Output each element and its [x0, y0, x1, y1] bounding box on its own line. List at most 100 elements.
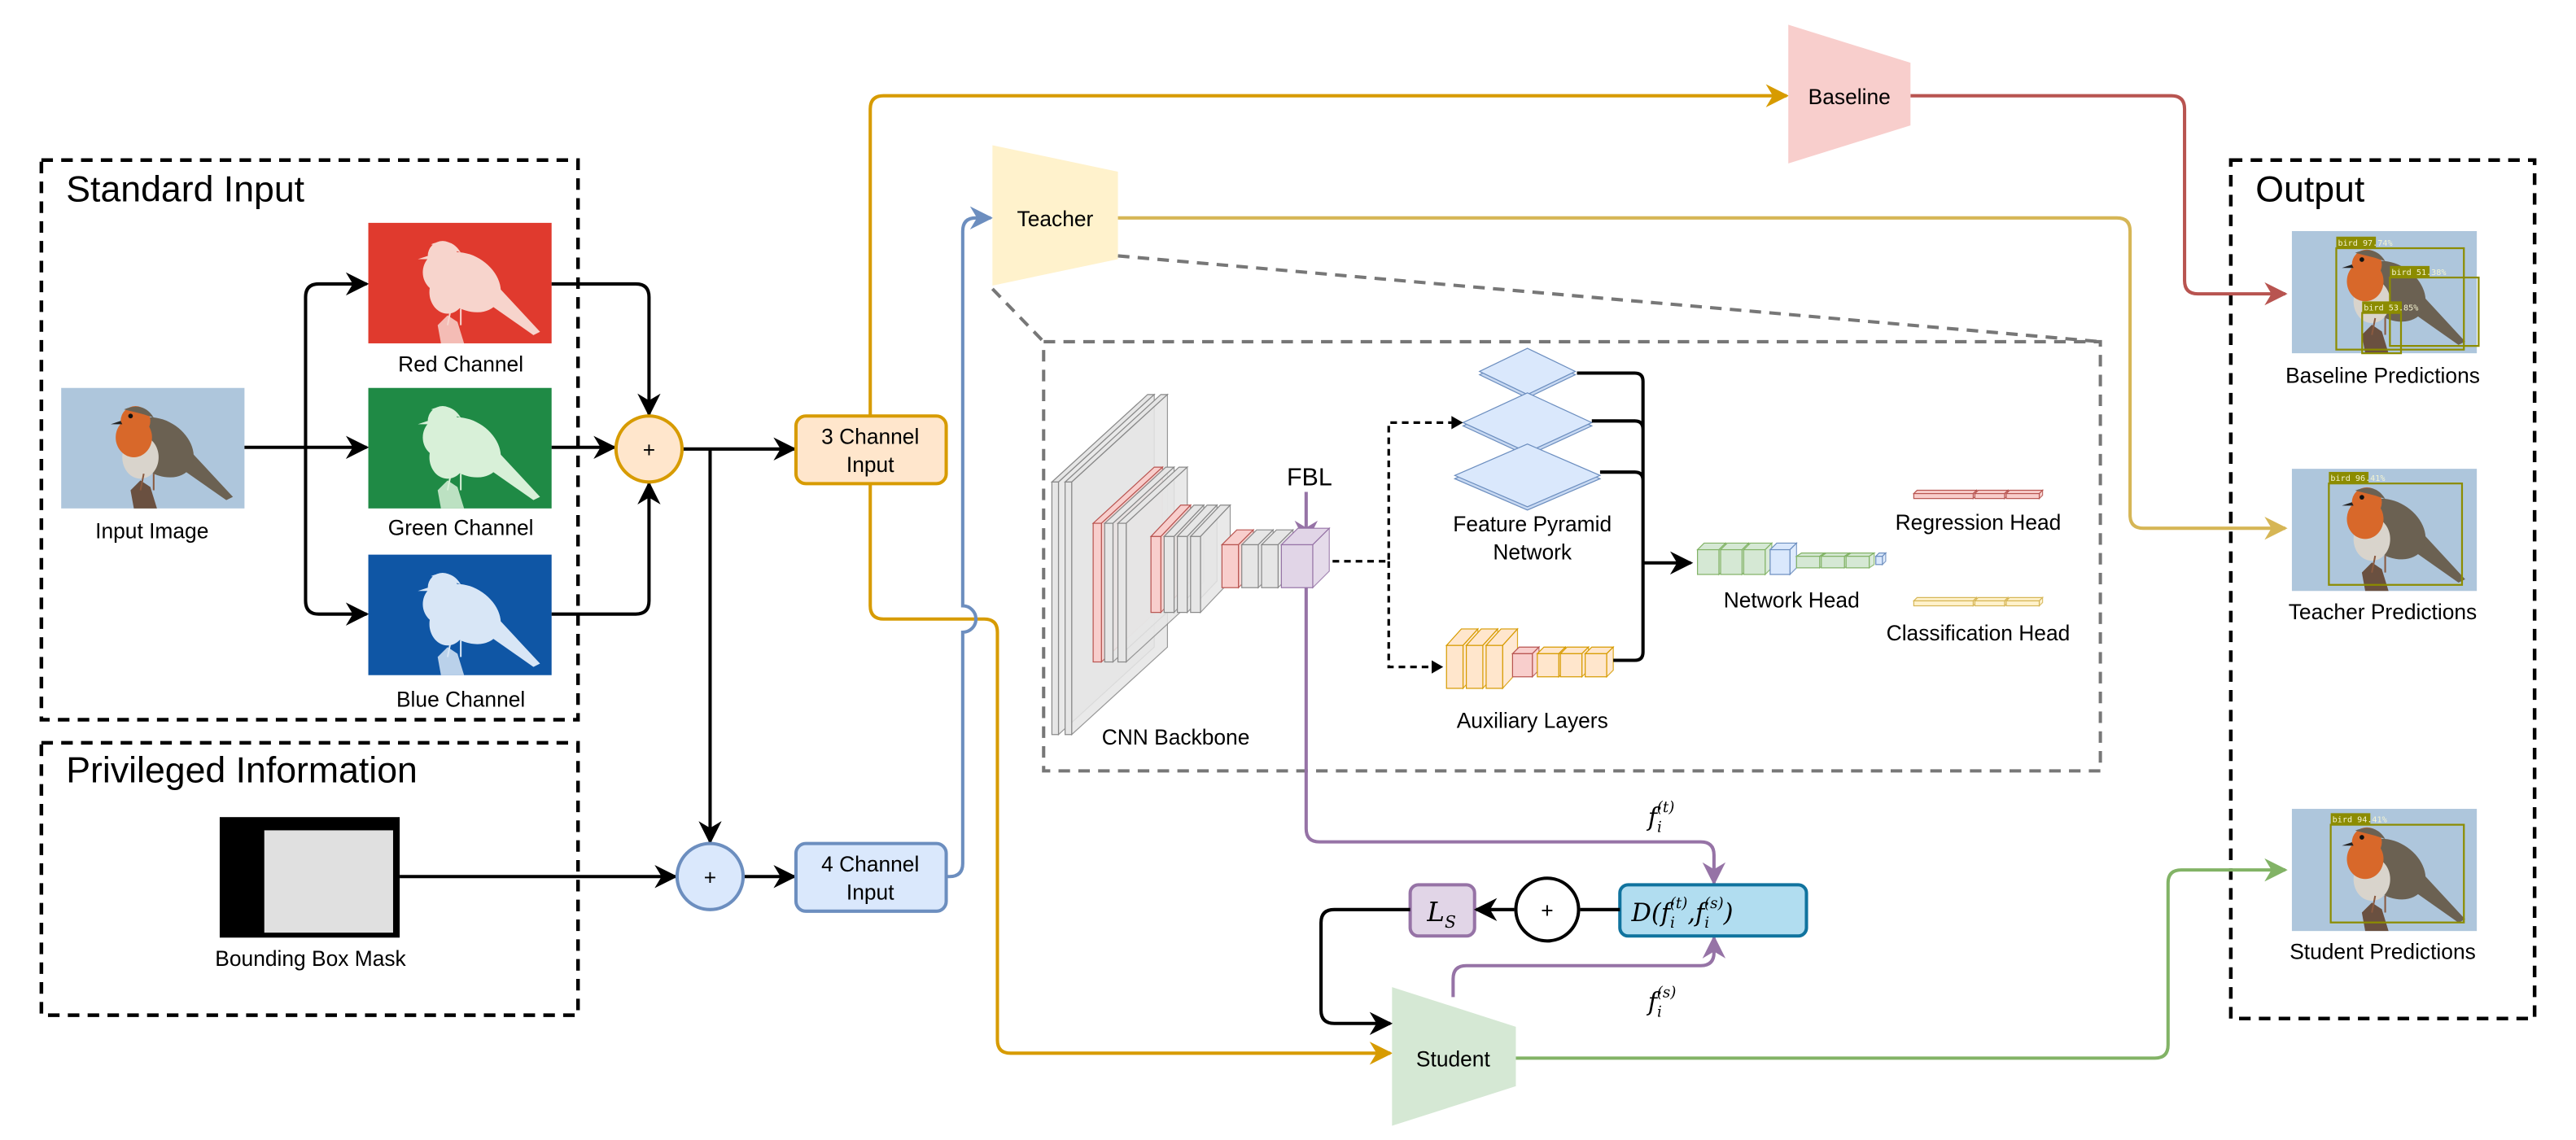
fpn-face [1478, 347, 1577, 395]
slab-front [1280, 544, 1314, 588]
slab-front [1485, 644, 1503, 689]
branch [437, 647, 465, 675]
bird-beak [2342, 842, 2354, 846]
connector [244, 284, 366, 449]
slab-front [1511, 653, 1533, 678]
slab-front [1221, 544, 1240, 588]
slab-front [1974, 600, 2005, 607]
network-layers [1050, 347, 2045, 736]
slab-front [1974, 492, 2005, 500]
head-layer [1795, 552, 1826, 569]
bird-legs [2371, 895, 2386, 913]
slab-front [2005, 600, 2040, 607]
auxiliary-layer [1511, 645, 1541, 679]
student-output-flow [1515, 858, 2288, 1060]
head-layer [1844, 552, 1876, 569]
slab-front [1743, 548, 1766, 575]
distance-formula: D(fi(t),fi(s)) [1630, 895, 1733, 932]
student-predictions-label: Student Predictions [2290, 940, 2476, 964]
slab-side [1868, 552, 1875, 569]
slab-front [1176, 535, 1188, 614]
plus-sign: + [643, 438, 655, 462]
slab-front [1163, 535, 1175, 614]
bird-crown [124, 406, 154, 418]
mask-merge-node [675, 841, 746, 911]
connector [551, 282, 661, 417]
slab-front [1559, 653, 1583, 678]
regression-head-layer [1912, 489, 1978, 500]
regression-head-layer [2005, 489, 2045, 500]
teacher-label: Teacher [1017, 207, 1094, 231]
slab-front [1241, 544, 1259, 588]
classification-head-layer [2005, 596, 2045, 607]
slab-front [1537, 653, 1559, 678]
auxiliary-layers-label: Auxiliary Layers [1457, 709, 1608, 733]
teacher-detail-box [1042, 339, 2102, 773]
bird-beak [2342, 264, 2354, 269]
fpn-label: Network [1493, 540, 1572, 565]
bounding-box-mask-image [219, 817, 400, 938]
bird-beak [418, 587, 430, 592]
cnn-backbone-label: CNN Backbone [1102, 725, 1250, 749]
bird-crown [431, 573, 461, 585]
detection-box [2328, 483, 2464, 586]
slab-front [1821, 556, 1845, 569]
bird-eye [128, 413, 133, 419]
detection-label-bg [2330, 813, 2371, 825]
bird-legs [2371, 317, 2386, 335]
bird-crown [431, 241, 461, 253]
bird-crown [431, 406, 461, 418]
slab-front [1465, 644, 1484, 689]
detection-label: bird 53.85% [2364, 304, 2418, 313]
slab-front [1150, 535, 1161, 614]
slab-front [1720, 548, 1743, 575]
bird-legs [2371, 555, 2386, 573]
bird-eye [2360, 257, 2364, 262]
classification-head-layer [1912, 596, 1978, 607]
slab-front [1913, 492, 1975, 500]
slab-front [1697, 548, 1720, 575]
branch [2361, 325, 2389, 354]
fpn-merge-connector [1577, 371, 1691, 662]
baseline-output-flow [1910, 94, 2288, 306]
slab-front [1117, 522, 1127, 663]
teacher-predictions-label: Teacher Predictions [2289, 600, 2478, 624]
bird-legs [446, 308, 462, 325]
bird-crown [2355, 487, 2386, 500]
four-channel-input-label: 4 Channel [821, 852, 919, 876]
connector [304, 447, 370, 626]
regression-head-layer [1973, 489, 2010, 500]
privileged-info-title: Privileged Information [66, 751, 418, 791]
detection-label: bird 96.41% [2330, 474, 2385, 483]
baseline-label: Baseline [1808, 85, 1891, 109]
three-channel-input-label: 3 Channel [821, 425, 919, 449]
fpn-level [1478, 347, 1577, 399]
fbl-label: FBL [1287, 463, 1332, 491]
loss-to-student-connector [1319, 907, 1410, 1035]
baseline-model [1788, 24, 1911, 164]
dotted-connector [1332, 421, 1460, 669]
red-channel-label: Red Channel [398, 352, 523, 376]
slab-front [1092, 522, 1102, 663]
flow-to-baseline [868, 84, 1789, 417]
slab-front [1875, 556, 1883, 566]
slab-front [1445, 644, 1464, 689]
fbl-layer [1279, 526, 1331, 589]
fpn-label: Feature Pyramid [1453, 512, 1612, 536]
branch [130, 480, 157, 509]
blue-channel-image [368, 554, 552, 675]
bounding-box-mask-label: Bounding Box Mask [215, 946, 406, 971]
slab-front [1769, 548, 1791, 575]
privileged-info-group [39, 740, 580, 1017]
slab-front [1261, 544, 1279, 588]
branch [437, 315, 465, 343]
bird-beak [111, 421, 123, 425]
branch [2361, 562, 2389, 592]
head-layer [1874, 552, 1887, 566]
rgb-merge-node [614, 414, 684, 484]
student-feature-label: fi(s) [1647, 984, 1677, 1020]
slab-front [2005, 492, 2040, 500]
network-head-label: Network Head [1724, 588, 1860, 613]
bird-beak [418, 256, 430, 260]
bird-crown [2355, 250, 2386, 262]
